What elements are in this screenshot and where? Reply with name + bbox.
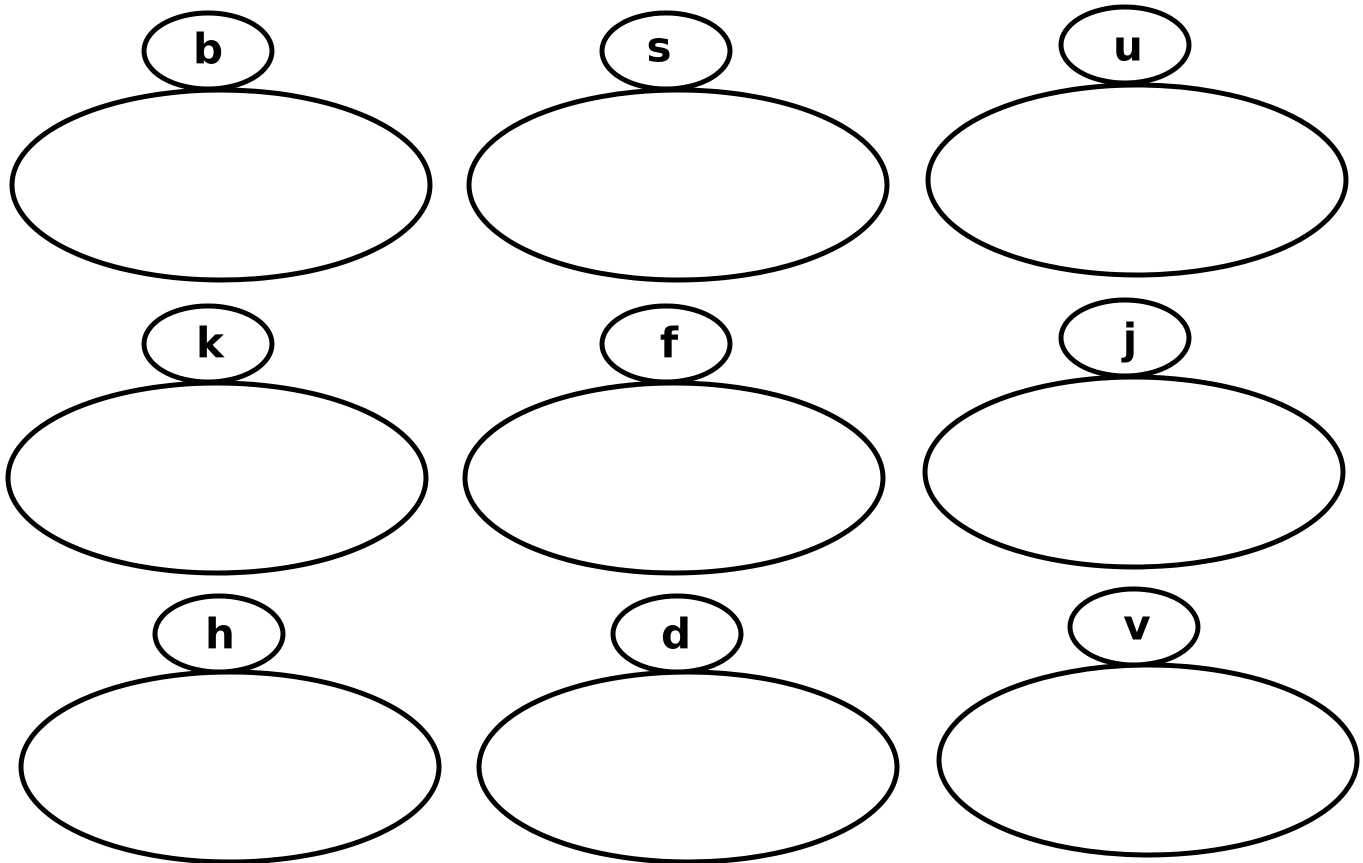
letter-bubble	[1058, 297, 1192, 379]
letter-label: h	[205, 610, 235, 659]
letter-label: d	[661, 610, 691, 659]
letter-group-3: u	[925, 4, 1349, 278]
letter-group-6: j	[922, 297, 1346, 570]
letter-bubble	[610, 593, 744, 675]
letter-bubble	[1067, 586, 1201, 668]
answer-ellipse[interactable]	[18, 669, 442, 863]
letter-label: b	[193, 25, 223, 74]
letter-label: j	[1121, 315, 1137, 364]
answer-ellipse[interactable]	[462, 380, 886, 576]
letter-label: v	[1123, 601, 1150, 650]
letter-bubble	[1058, 4, 1192, 86]
answer-ellipse[interactable]	[5, 380, 429, 576]
letter-label: k	[196, 319, 225, 368]
letter-label: s	[647, 23, 672, 72]
letter-group-4: k	[5, 303, 429, 576]
letter-group-7: h	[18, 593, 442, 863]
letter-bubble	[141, 10, 275, 92]
answer-ellipse[interactable]	[476, 669, 900, 863]
letter-group-5: f	[462, 303, 886, 576]
answer-ellipse[interactable]	[922, 374, 1346, 570]
letter-bubble	[599, 303, 733, 385]
answer-ellipse[interactable]	[466, 87, 890, 283]
letter-label: u	[1113, 22, 1143, 71]
letter-group-2: s	[466, 10, 890, 283]
answer-ellipse[interactable]	[936, 662, 1360, 858]
letter-group-9: v	[936, 586, 1360, 858]
answer-ellipse[interactable]	[925, 82, 1349, 278]
letter-label: f	[660, 319, 679, 368]
letter-group-8: d	[476, 593, 900, 863]
letter-bubble	[152, 593, 286, 675]
letter-bubble	[141, 303, 275, 385]
answer-ellipse[interactable]	[9, 87, 433, 283]
letter-bubble	[599, 10, 733, 92]
letter-group-1: b	[9, 10, 433, 283]
